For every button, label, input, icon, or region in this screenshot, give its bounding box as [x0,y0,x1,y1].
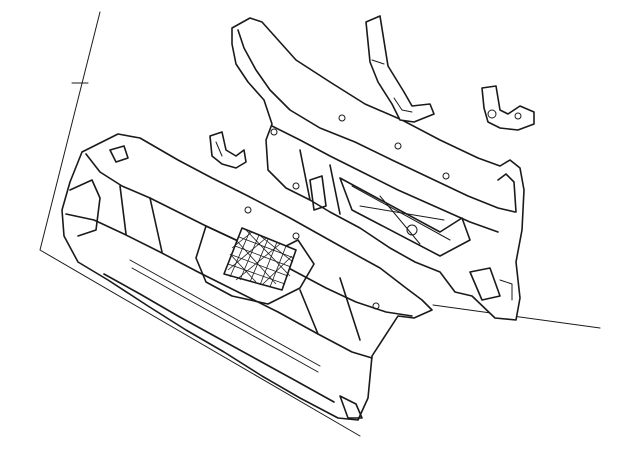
upper-back-panel [231,17,525,321]
bracket-center [365,15,435,123]
bracket-left [209,131,247,169]
mesh-grille [223,227,297,291]
bracket-right [481,85,535,131]
